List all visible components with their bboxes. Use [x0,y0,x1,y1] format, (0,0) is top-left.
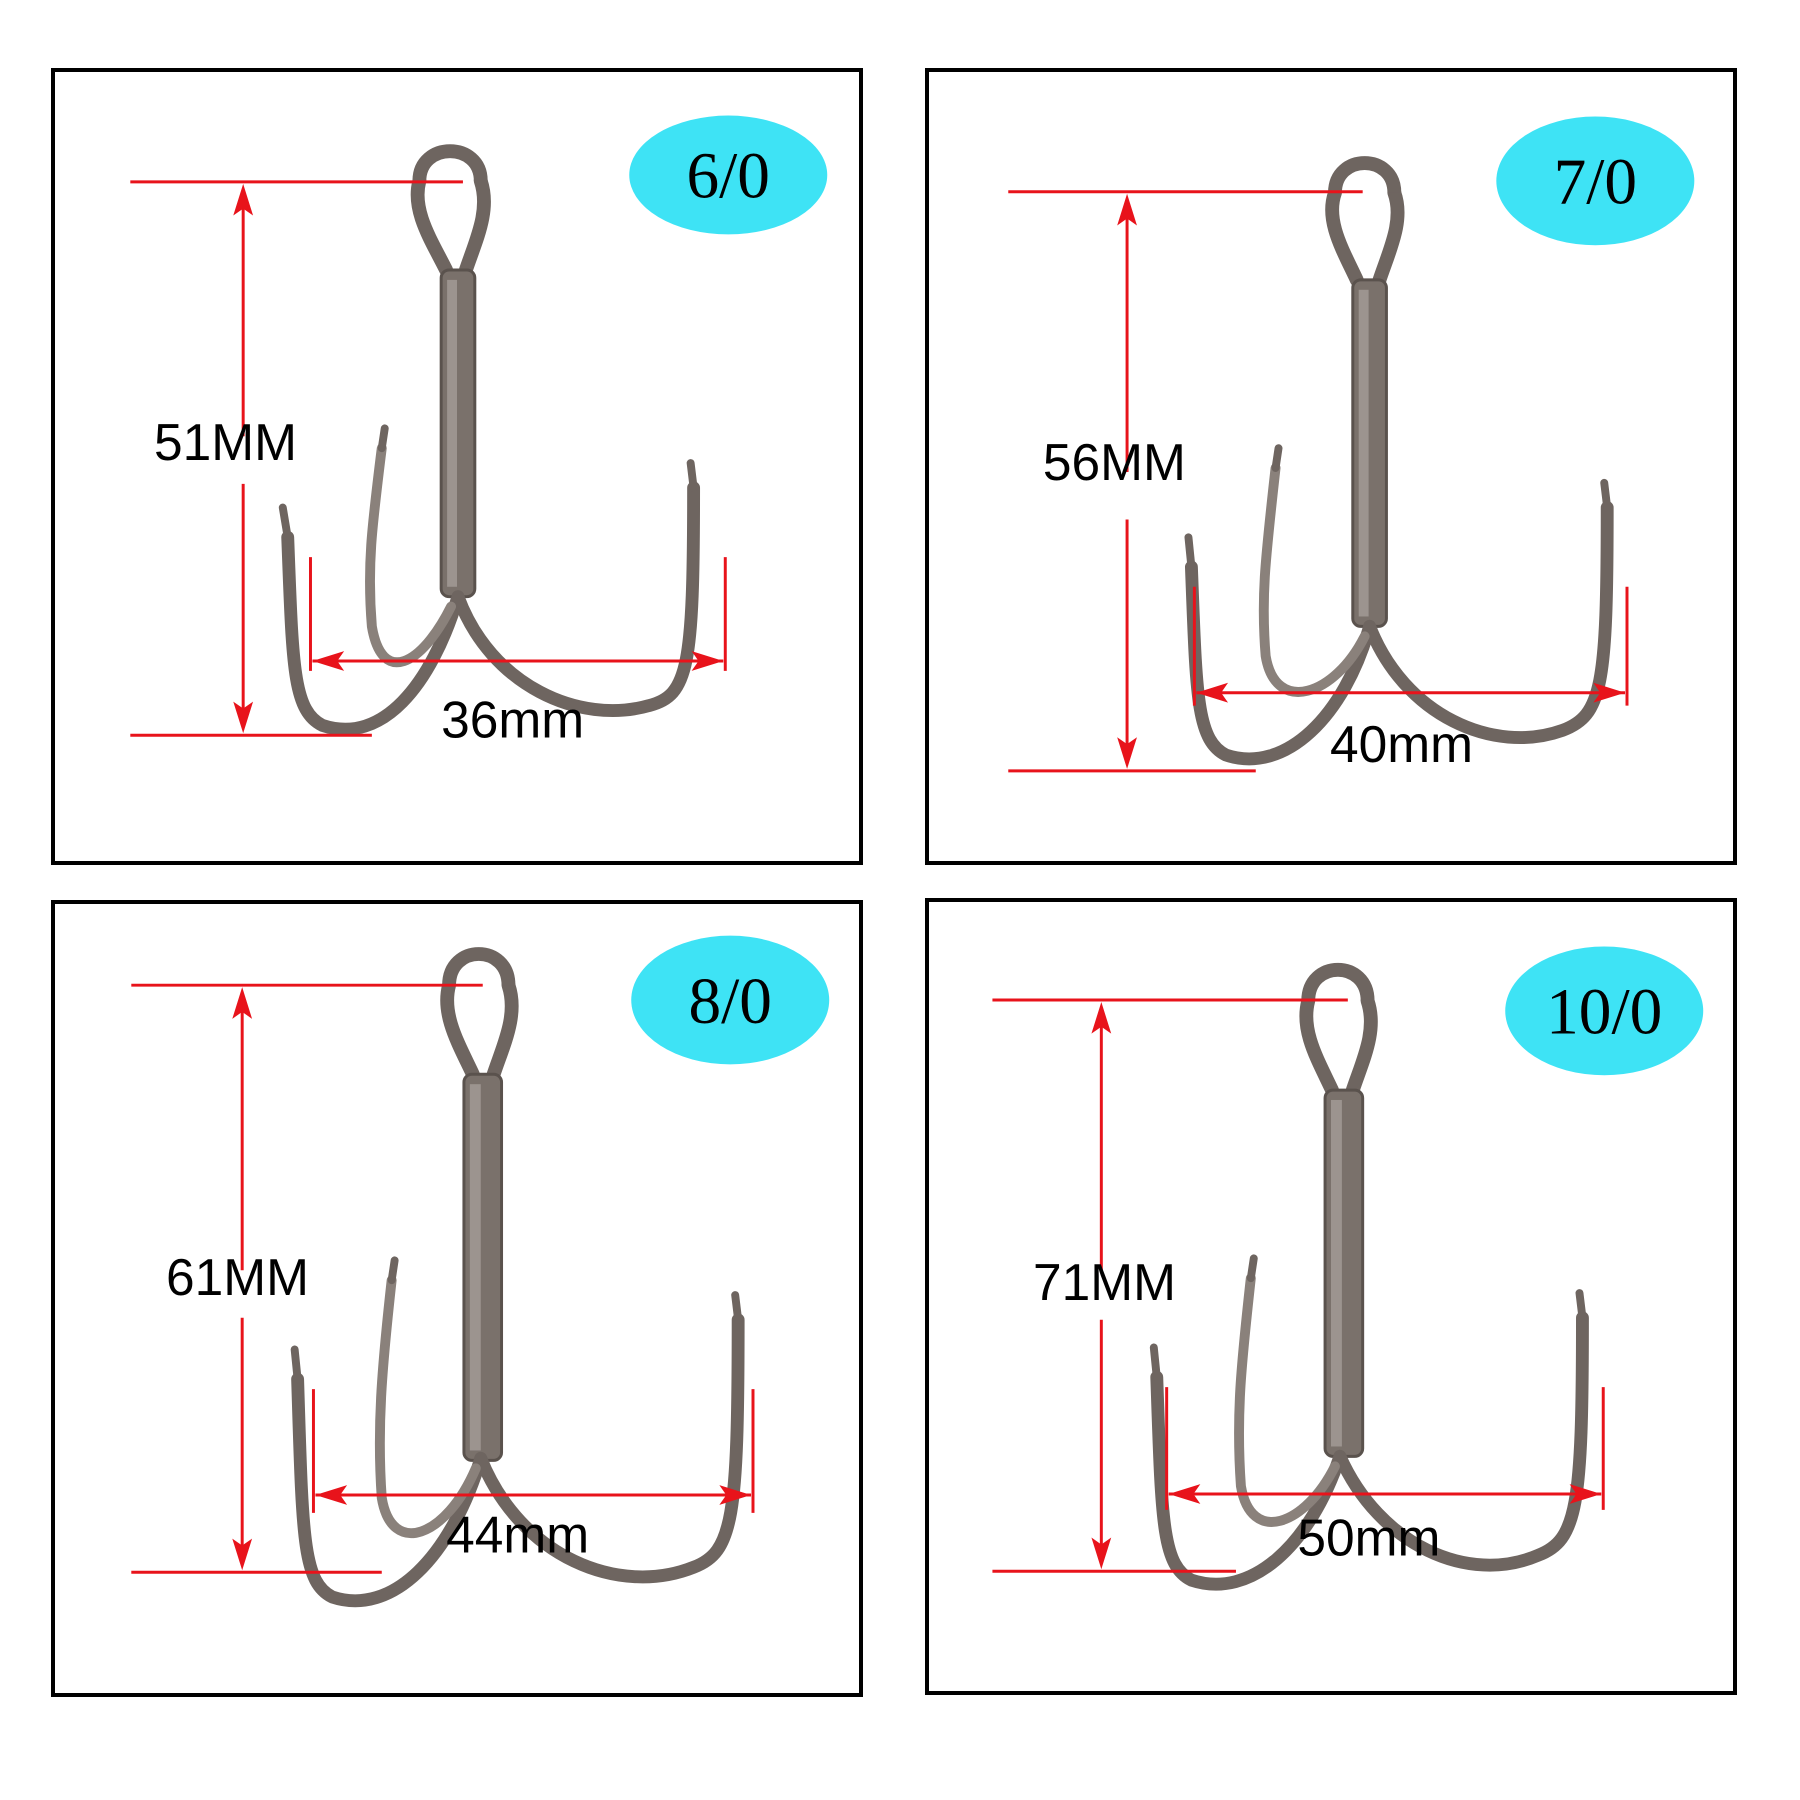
hook-panel-7-0: 7/0 56MM 40mm [925,68,1737,865]
width-label: 40mm [1330,715,1473,773]
arrow-right-icon [1569,1484,1602,1504]
arrow-up-icon [1091,1001,1112,1034]
size-label: 8/0 [688,966,771,1038]
hook-panel-8-0: 8/0 61MM 44mm [51,900,863,1697]
hook-panel-10-0: 10/0 71MM 50mm [925,898,1737,1695]
height-label: 56MM [1043,433,1186,491]
hook-diagram: 7/0 56MM 40mm [1008,116,1695,773]
arrow-left-icon [315,1485,348,1505]
hook-panel-6-0: 6/0 51MM 36mm [51,68,863,865]
dimension-lines [130,180,727,737]
dimension-lines [1008,190,1629,773]
arrow-left-icon [312,651,345,671]
arrow-right-icon [719,1485,752,1505]
hook-diagram: 6/0 51MM 36mm [130,115,828,748]
arrow-right-icon [691,651,724,671]
width-label: 50mm [1297,1508,1440,1566]
arrow-up-icon [232,987,253,1019]
size-badge [631,935,830,1065]
arrow-up-icon [1117,193,1137,226]
arrow-down-icon [1091,1537,1112,1570]
arrow-down-icon [1117,737,1137,769]
dimension-lines [992,998,1605,1573]
width-label: 44mm [446,1505,589,1563]
hook-diagram: 8/0 61MM 44mm [131,935,830,1608]
size-badge [1496,116,1695,246]
size-label: 7/0 [1554,147,1637,219]
treble-hook-icon [290,947,745,1608]
dimension-lines [131,983,755,1574]
width-label: 36mm [441,690,584,748]
size-label: 6/0 [687,141,770,213]
size-label: 10/0 [1546,977,1662,1049]
hook-diagram: 10/0 71MM 50mm [992,946,1704,1591]
treble-hook-icon [278,144,701,736]
arrow-right-icon [1593,682,1626,703]
height-label: 51MM [154,413,297,471]
arrow-down-icon [233,701,254,734]
height-label: 61MM [166,1248,309,1306]
arrow-down-icon [232,1538,253,1571]
size-badge [629,115,828,235]
treble-hook-icon [1184,156,1614,766]
arrow-left-icon [1196,682,1229,703]
height-label: 71MM [1033,1253,1176,1311]
size-badge [1505,946,1704,1076]
arrow-left-icon [1168,1484,1201,1504]
treble-hook-icon [1149,962,1589,1591]
arrow-up-icon [233,183,254,216]
